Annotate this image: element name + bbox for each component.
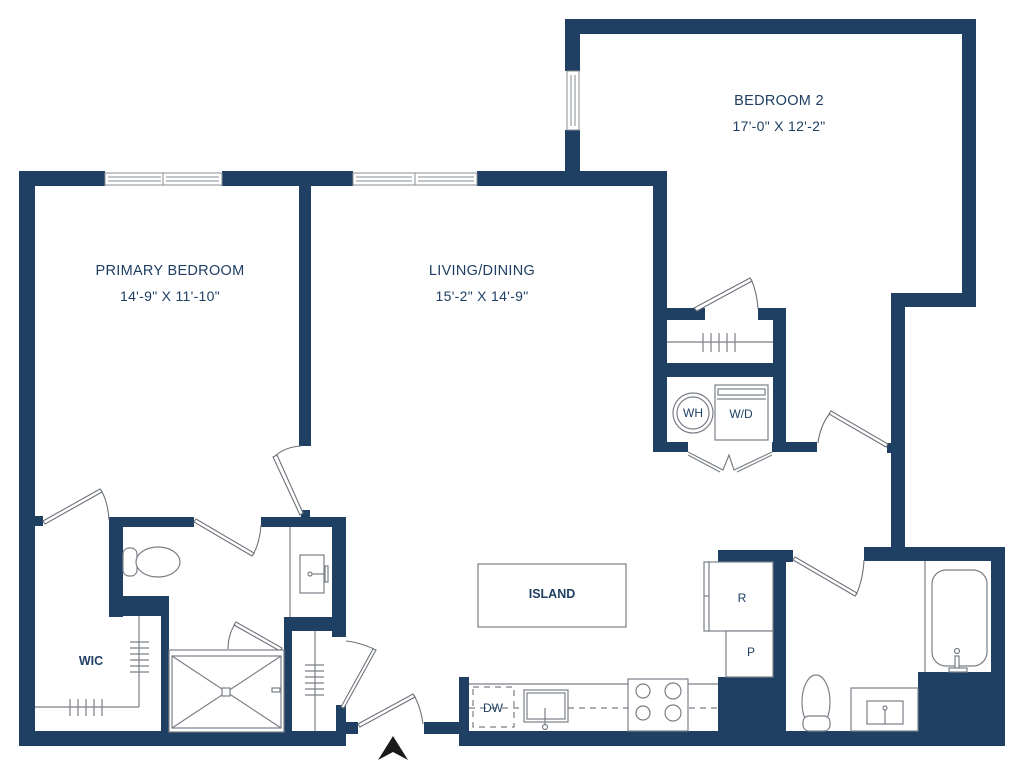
refrigerator-label: R xyxy=(738,591,747,605)
living-dining-dimensions: 15'-2" X 14'-9" xyxy=(436,288,529,304)
kitchen-sink xyxy=(523,689,569,731)
walls xyxy=(19,19,1005,746)
kitchen-counter xyxy=(469,683,718,709)
door-wic[interactable] xyxy=(42,488,110,525)
wall-closet-right xyxy=(773,308,786,451)
toilet-bath-2 xyxy=(801,674,831,732)
primary-bedroom-dimensions: 14'-9" X 11'-10" xyxy=(120,288,220,304)
doors xyxy=(42,277,889,728)
water-heater-label: WH xyxy=(683,406,703,420)
water-heater: WH xyxy=(672,392,714,434)
window-bedroom-2 xyxy=(566,70,580,131)
wall-bath2-top-jamb xyxy=(864,547,894,561)
wall-bed2-notch xyxy=(891,293,976,307)
wall-bath1-top-right xyxy=(261,517,346,527)
door-shower[interactable] xyxy=(227,621,283,652)
wic-rods xyxy=(35,616,149,716)
wall-wic-jamb xyxy=(35,516,43,526)
wall-bath2-top-right xyxy=(891,547,1005,561)
range xyxy=(627,678,689,732)
wall-bath1-left xyxy=(109,517,123,617)
toilet-primary-bath xyxy=(122,546,181,578)
door-bath-2[interactable] xyxy=(792,556,865,597)
living-dining-name: LIVING/DINING xyxy=(429,263,535,279)
wall-left xyxy=(19,171,35,746)
wall-linen-left xyxy=(284,617,292,737)
wall-laundry-bottom-right xyxy=(772,442,817,452)
room-labels: PRIMARY BEDROOM 14'-9" X 11'-10" LIVING/… xyxy=(79,93,826,668)
pantry: P xyxy=(725,630,774,678)
wall-bottom-right xyxy=(459,731,1005,746)
island-label: ISLAND xyxy=(529,587,576,601)
wall-bath1-right xyxy=(332,517,346,637)
washer-dryer-label: W/D xyxy=(729,407,753,421)
door-primary-bath[interactable] xyxy=(193,518,262,557)
wall-bed2-left-lower xyxy=(565,130,580,185)
wall-bottom-entry-right xyxy=(424,722,460,734)
wall-linen-jamb xyxy=(336,705,346,735)
wall-jamb-right xyxy=(887,443,893,453)
windows xyxy=(104,70,580,186)
bathtub xyxy=(924,561,988,673)
wall-bath2-block xyxy=(918,672,1005,737)
fixtures: WH W/D xyxy=(35,333,988,733)
wall-bottom-left xyxy=(19,731,346,746)
wall-bath1-step xyxy=(109,596,167,616)
door-bedroom-2[interactable] xyxy=(817,410,889,448)
wall-kitchen-left-jamb xyxy=(459,677,469,737)
bedroom-2-dimensions: 17'-0" X 12'-2" xyxy=(733,118,826,134)
dishwasher-label: DW xyxy=(483,701,504,715)
linen-shelves xyxy=(305,631,324,731)
washer-dryer: W/D xyxy=(714,384,769,441)
door-primary-bedroom[interactable] xyxy=(272,445,304,516)
wall-laundry-bottom-left xyxy=(653,442,688,452)
shower xyxy=(168,649,285,733)
wall-closet-top-left xyxy=(653,308,705,320)
wall-kitchen-end-block xyxy=(718,677,786,737)
wall-right-mid xyxy=(891,293,905,558)
vanity-bath-2 xyxy=(850,687,919,732)
dishwasher: DW xyxy=(472,686,515,728)
wall-linen-top xyxy=(284,617,346,631)
wall-bed2-top xyxy=(565,19,976,34)
primary-bedroom-name: PRIMARY BEDROOM xyxy=(96,263,245,279)
wall-wic-right xyxy=(161,596,169,736)
wall-entry-left-jamb xyxy=(346,722,358,734)
door-bed2-closet[interactable] xyxy=(693,277,759,312)
wall-top-mid xyxy=(222,171,353,186)
wall-partition-bed-living xyxy=(299,186,311,446)
door-entry[interactable] xyxy=(357,693,424,728)
vanity-primary-bath xyxy=(289,527,329,617)
wall-top-left xyxy=(19,171,105,186)
door-linen[interactable] xyxy=(340,640,377,709)
refrigerator: R xyxy=(703,561,774,632)
bedroom-2-name: BEDROOM 2 xyxy=(734,93,824,109)
door-laundry[interactable] xyxy=(687,451,773,473)
island: ISLAND xyxy=(477,563,627,628)
pantry-label: P xyxy=(747,645,755,659)
wall-bed2-left-upper xyxy=(565,19,580,71)
wall-bath1-top-left xyxy=(109,517,194,527)
wall-door-jamb xyxy=(301,510,310,520)
wic-name: WIC xyxy=(79,654,103,668)
wall-closet-laundry-divider xyxy=(653,363,786,377)
wall-bed2-right xyxy=(962,19,976,307)
north-arrow-icon xyxy=(378,736,408,760)
